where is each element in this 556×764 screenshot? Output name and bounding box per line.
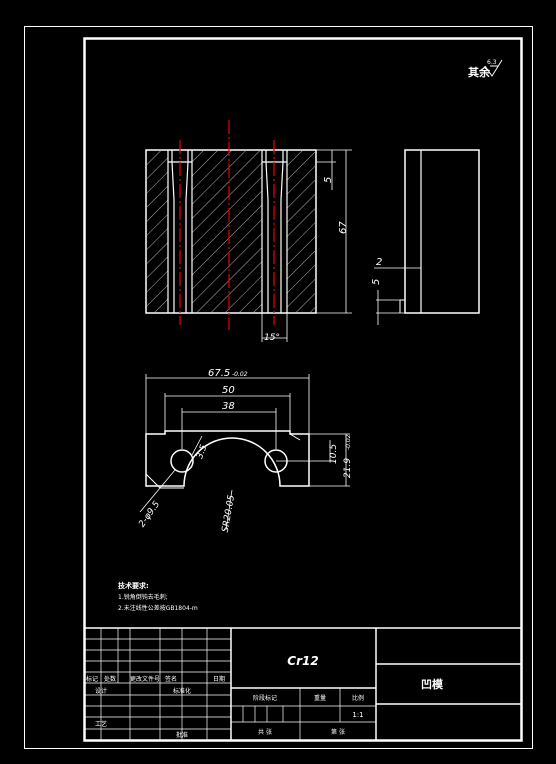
roughness-check-icon <box>484 59 503 77</box>
front-view-section: 5 67 15° <box>145 120 352 343</box>
dim-slot-angle: 15° <box>264 333 280 343</box>
label-scale: 比例 <box>352 694 364 702</box>
top-view: 67.5 -0.02 50 38 3.5 2-φ9.5 SR20.05 10.5… <box>137 368 353 533</box>
label-change-doc: 更改文件号 <box>130 675 160 683</box>
label-stage-mark: 阶段标记 <box>253 694 277 702</box>
side-view: 2 5 <box>371 149 480 325</box>
tech-req-title: 技术要求: <box>118 581 149 590</box>
tech-req-item-2: 2.未注线性公差按GB1804-m <box>118 604 198 612</box>
dim-top-height-tol: -0.02 <box>345 434 352 450</box>
label-marking: 标记 <box>86 675 98 683</box>
label-approve: 批准 <box>176 731 188 739</box>
surface-finish-value: 6.3 <box>487 59 497 66</box>
label-scale-value: 1:1 <box>352 711 363 719</box>
dim-slot-depth: 5 <box>323 177 334 183</box>
dim-chamfer: 3.5 <box>195 443 209 460</box>
label-date: 日期 <box>213 675 225 683</box>
label-designer: 设计 <box>95 687 107 695</box>
label-standard: 标准化 <box>173 687 191 695</box>
dim-top-height: 21.9 <box>343 458 353 478</box>
dim-arc-radius: SR20.05 <box>221 494 237 533</box>
label-weight: 重量 <box>314 694 326 702</box>
label-count: 处数 <box>104 675 116 683</box>
hole-left <box>170 449 194 473</box>
tech-req-item-1: 1.锐角倒钝去毛刺; <box>118 593 168 601</box>
title-block-material: Cr12 <box>287 654 318 668</box>
technical-requirements: 技术要求: 1.锐角倒钝去毛刺; 2.未注线性公差按GB1804-m <box>118 581 198 612</box>
dim-hole-center-height: 10.5 <box>329 444 339 464</box>
label-process: 工艺 <box>95 720 107 728</box>
dim-overall-width: 67.5 <box>208 368 230 379</box>
title-block-part-name: 凹模 <box>421 677 444 691</box>
dim-holes: 2-φ9.5 <box>137 499 162 529</box>
dim-hole-pitch: 38 <box>222 401 235 412</box>
outer-frame <box>24 26 533 749</box>
dim-overall-width-tol: -0.02 <box>232 371 248 378</box>
surface-finish-symbol: 其余 6.3 <box>468 59 503 79</box>
dim-groove-height: 5 <box>371 279 382 285</box>
surface-finish-prefix: 其余 <box>468 65 491 79</box>
dim-inner-width: 50 <box>222 385 235 396</box>
label-sheet-no: 第 张 <box>331 728 345 736</box>
inner-frame <box>83 37 523 742</box>
label-total-sheets: 共 张 <box>258 728 272 736</box>
label-signature: 签名 <box>165 675 177 683</box>
dim-groove-width: 2 <box>376 257 382 268</box>
dim-front-height: 67 <box>338 221 349 234</box>
title-block: Cr12 凹模 标记 处数 更改文件号 签名 日期 设计 标准化 工艺 批准 阶… <box>84 627 521 740</box>
